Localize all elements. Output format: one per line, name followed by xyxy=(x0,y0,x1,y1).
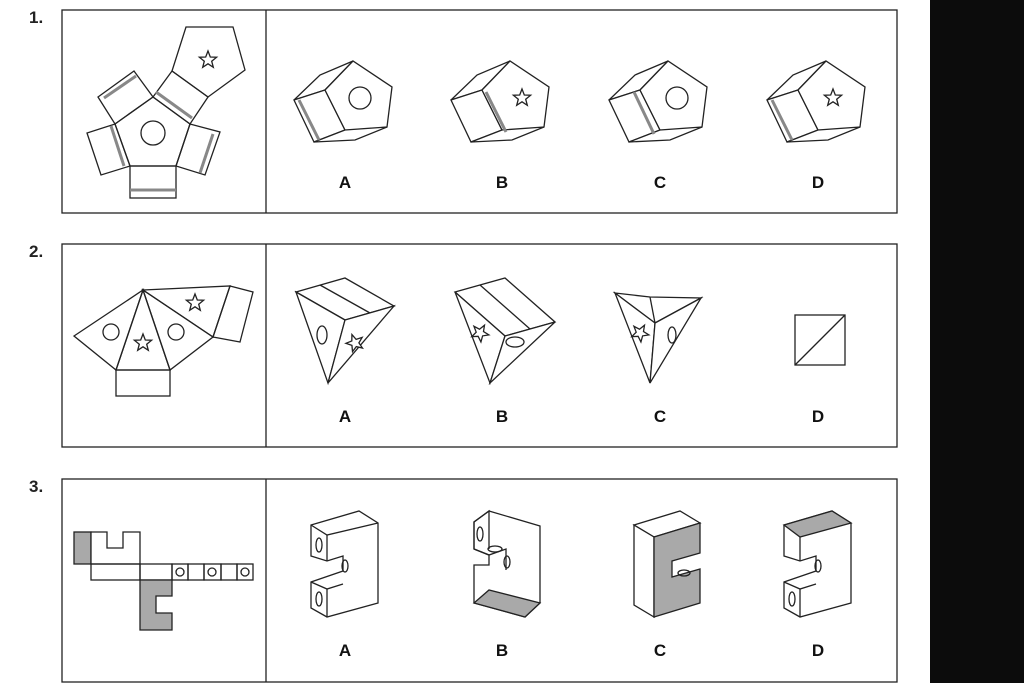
problem-3-option-a[interactable]: A xyxy=(338,641,352,660)
problem-3-option-a-figure xyxy=(310,510,379,618)
problem-3-option-d[interactable]: D xyxy=(811,641,825,660)
problem-1-option-a[interactable]: A xyxy=(338,173,352,192)
problem-1-option-a-figure xyxy=(293,60,393,143)
problem-3-number: 3. xyxy=(29,477,44,496)
problem-1-option-b[interactable]: B xyxy=(495,173,509,192)
problem-2-option-c-figure xyxy=(612,291,704,384)
problem-2-number: 2. xyxy=(29,242,44,261)
problem-3-option-b[interactable]: B xyxy=(495,641,509,660)
problem-1-option-c[interactable]: C xyxy=(653,173,667,192)
problem-3-option-c-figure xyxy=(632,510,702,619)
problem-2-option-b[interactable]: B xyxy=(495,407,509,426)
problem-1-option-d[interactable]: D xyxy=(811,173,825,192)
problem-2-option-a-figure xyxy=(294,277,396,386)
problem-1-option-c-figure xyxy=(608,60,708,143)
problem-3-net xyxy=(73,531,254,631)
black-side-bar xyxy=(930,0,1024,683)
problem-3-option-c[interactable]: C xyxy=(653,641,667,660)
problem-2-option-d[interactable]: D xyxy=(811,407,825,426)
problem-1-net xyxy=(86,26,246,199)
problem-2-option-a[interactable]: A xyxy=(338,407,352,426)
problem-2-option-b-figure xyxy=(453,277,557,386)
problem-3-option-d-figure xyxy=(782,510,853,618)
problem-2-frame xyxy=(61,243,898,448)
problem-1-option-d-figure xyxy=(766,60,866,143)
problem-2-option-c[interactable]: C xyxy=(653,407,667,426)
problem-2-option-d-figure xyxy=(794,314,846,366)
problem-3-option-b-figure xyxy=(472,509,542,618)
problem-2-net xyxy=(72,285,254,397)
problem-3-frame xyxy=(61,478,898,683)
problem-1-option-b-figure xyxy=(450,60,550,143)
problem-1-number: 1. xyxy=(29,8,44,27)
problem-1-frame xyxy=(61,9,898,214)
